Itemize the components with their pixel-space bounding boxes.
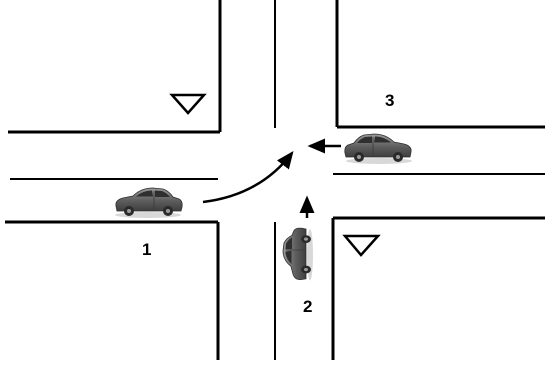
car-2-label: 2 — [303, 297, 313, 316]
road-edges — [5, 0, 545, 360]
lane-lines — [10, 0, 545, 360]
car-1-label: 1 — [142, 240, 152, 259]
car-1 — [114, 187, 183, 219]
yield-sign-icon — [342, 234, 381, 257]
yield-sign-icon — [169, 93, 207, 115]
car-3-label: 3 — [385, 91, 395, 110]
car-2 — [282, 227, 314, 281]
car-1-turn-path-arrow — [202, 151, 294, 204]
car-3 — [344, 133, 413, 165]
